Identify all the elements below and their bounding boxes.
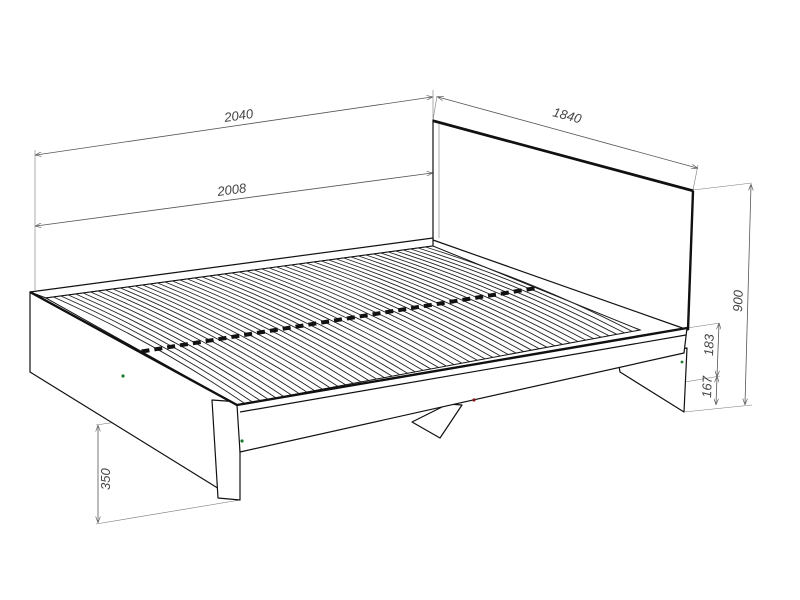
slat <box>194 277 393 377</box>
slat <box>350 256 555 347</box>
slat <box>187 278 385 378</box>
slat <box>112 288 307 393</box>
slat <box>90 291 284 397</box>
slat <box>68 294 261 402</box>
slat <box>306 262 509 355</box>
slat <box>202 276 400 376</box>
slat <box>336 258 540 350</box>
slat <box>425 246 633 332</box>
dim-label-900: 900 <box>730 289 746 312</box>
slat <box>269 267 470 363</box>
slat <box>365 254 571 344</box>
slat <box>254 269 455 366</box>
slat <box>284 265 486 360</box>
dim-label-183: 183 <box>701 333 717 356</box>
dim-label-1840: 1840 <box>551 104 584 126</box>
slats <box>53 246 633 404</box>
slat <box>83 292 277 399</box>
dim-label-350: 350 <box>98 468 113 490</box>
slat <box>127 286 323 390</box>
slat <box>276 266 478 361</box>
slat <box>179 279 377 380</box>
slat <box>388 251 594 340</box>
headboard <box>432 119 695 331</box>
center-support <box>411 403 463 439</box>
slat <box>164 281 362 383</box>
slat <box>157 282 354 384</box>
slat <box>75 293 269 400</box>
slat <box>321 260 524 353</box>
slat <box>120 287 315 391</box>
slat <box>224 273 424 371</box>
dim-900-line <box>745 185 751 404</box>
slat <box>373 253 579 342</box>
fixing-dot <box>121 374 125 378</box>
slat <box>53 296 246 404</box>
dim-2040-line <box>36 97 432 155</box>
dim-1840-line <box>438 97 697 168</box>
dim-label-2008: 2008 <box>215 180 247 199</box>
slat <box>209 275 408 374</box>
slat <box>328 259 532 351</box>
slat <box>261 268 462 364</box>
slat <box>380 252 586 341</box>
slat <box>150 283 346 386</box>
center-beam <box>141 286 537 354</box>
slat <box>60 295 253 403</box>
slat <box>417 247 625 334</box>
slat <box>239 271 439 368</box>
fixing-dot <box>472 398 476 402</box>
dim-167-line <box>716 377 717 404</box>
slat <box>97 290 292 396</box>
slat <box>246 270 447 367</box>
slat <box>105 289 300 394</box>
slat <box>313 261 517 354</box>
slat <box>343 257 548 348</box>
dimension-lines <box>36 97 751 522</box>
dim-183-line <box>717 324 719 376</box>
slat <box>142 284 338 387</box>
dim-label-167: 167 <box>699 375 715 398</box>
slat <box>358 255 563 345</box>
dim-2008-line <box>36 173 432 226</box>
slat <box>172 280 369 381</box>
slat <box>403 249 610 337</box>
slat <box>395 250 602 338</box>
slat <box>291 264 493 358</box>
dim-label-2040: 2040 <box>222 106 255 125</box>
slat <box>410 248 617 335</box>
slat <box>298 263 501 357</box>
slat <box>231 272 431 370</box>
bed-frame <box>29 237 688 501</box>
fixing-dot <box>680 360 684 364</box>
slat <box>135 285 331 389</box>
slat <box>217 274 416 373</box>
fixing-dot <box>240 439 244 443</box>
